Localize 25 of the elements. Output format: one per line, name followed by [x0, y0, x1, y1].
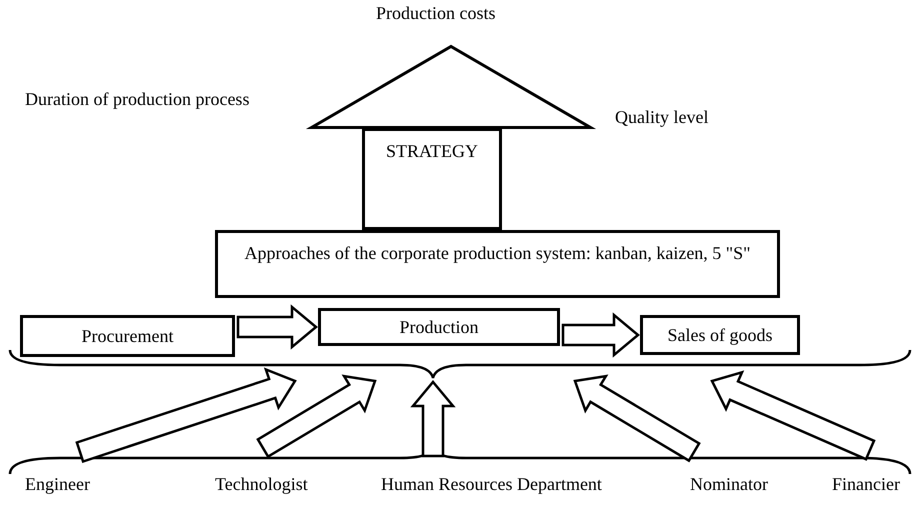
block-arrow: [410, 380, 456, 458]
process-box: [20, 315, 235, 357]
process-box: [640, 315, 800, 355]
role-label: Technologist: [215, 474, 308, 494]
box-label: Sales of goods: [668, 324, 772, 346]
block-arrow: [710, 370, 876, 461]
process-box: [318, 308, 560, 346]
process-box: [215, 230, 780, 298]
box-label: Procurement: [82, 326, 174, 346]
role-label: Financier: [832, 474, 900, 494]
roof-caption: Quality level: [615, 106, 708, 128]
role-label: Engineer: [25, 474, 90, 494]
block-arrow: [573, 374, 701, 462]
role-label: Nominator: [690, 474, 768, 494]
block-arrow: [256, 374, 377, 458]
box-label: Approaches of the corporate production system: kanban, kaizen, 5 "S": [244, 243, 751, 264]
block-arrow: [562, 312, 640, 358]
roof-caption: Duration of production process: [25, 88, 250, 110]
roof-caption: Production costs: [376, 2, 496, 24]
block-arrow: [75, 367, 297, 464]
box-label: STRATEGY: [386, 141, 478, 162]
process-box: [362, 128, 502, 230]
role-label: Human Resources Department: [381, 474, 602, 494]
box-label: Production: [400, 316, 478, 338]
block-arrow: [236, 304, 318, 350]
